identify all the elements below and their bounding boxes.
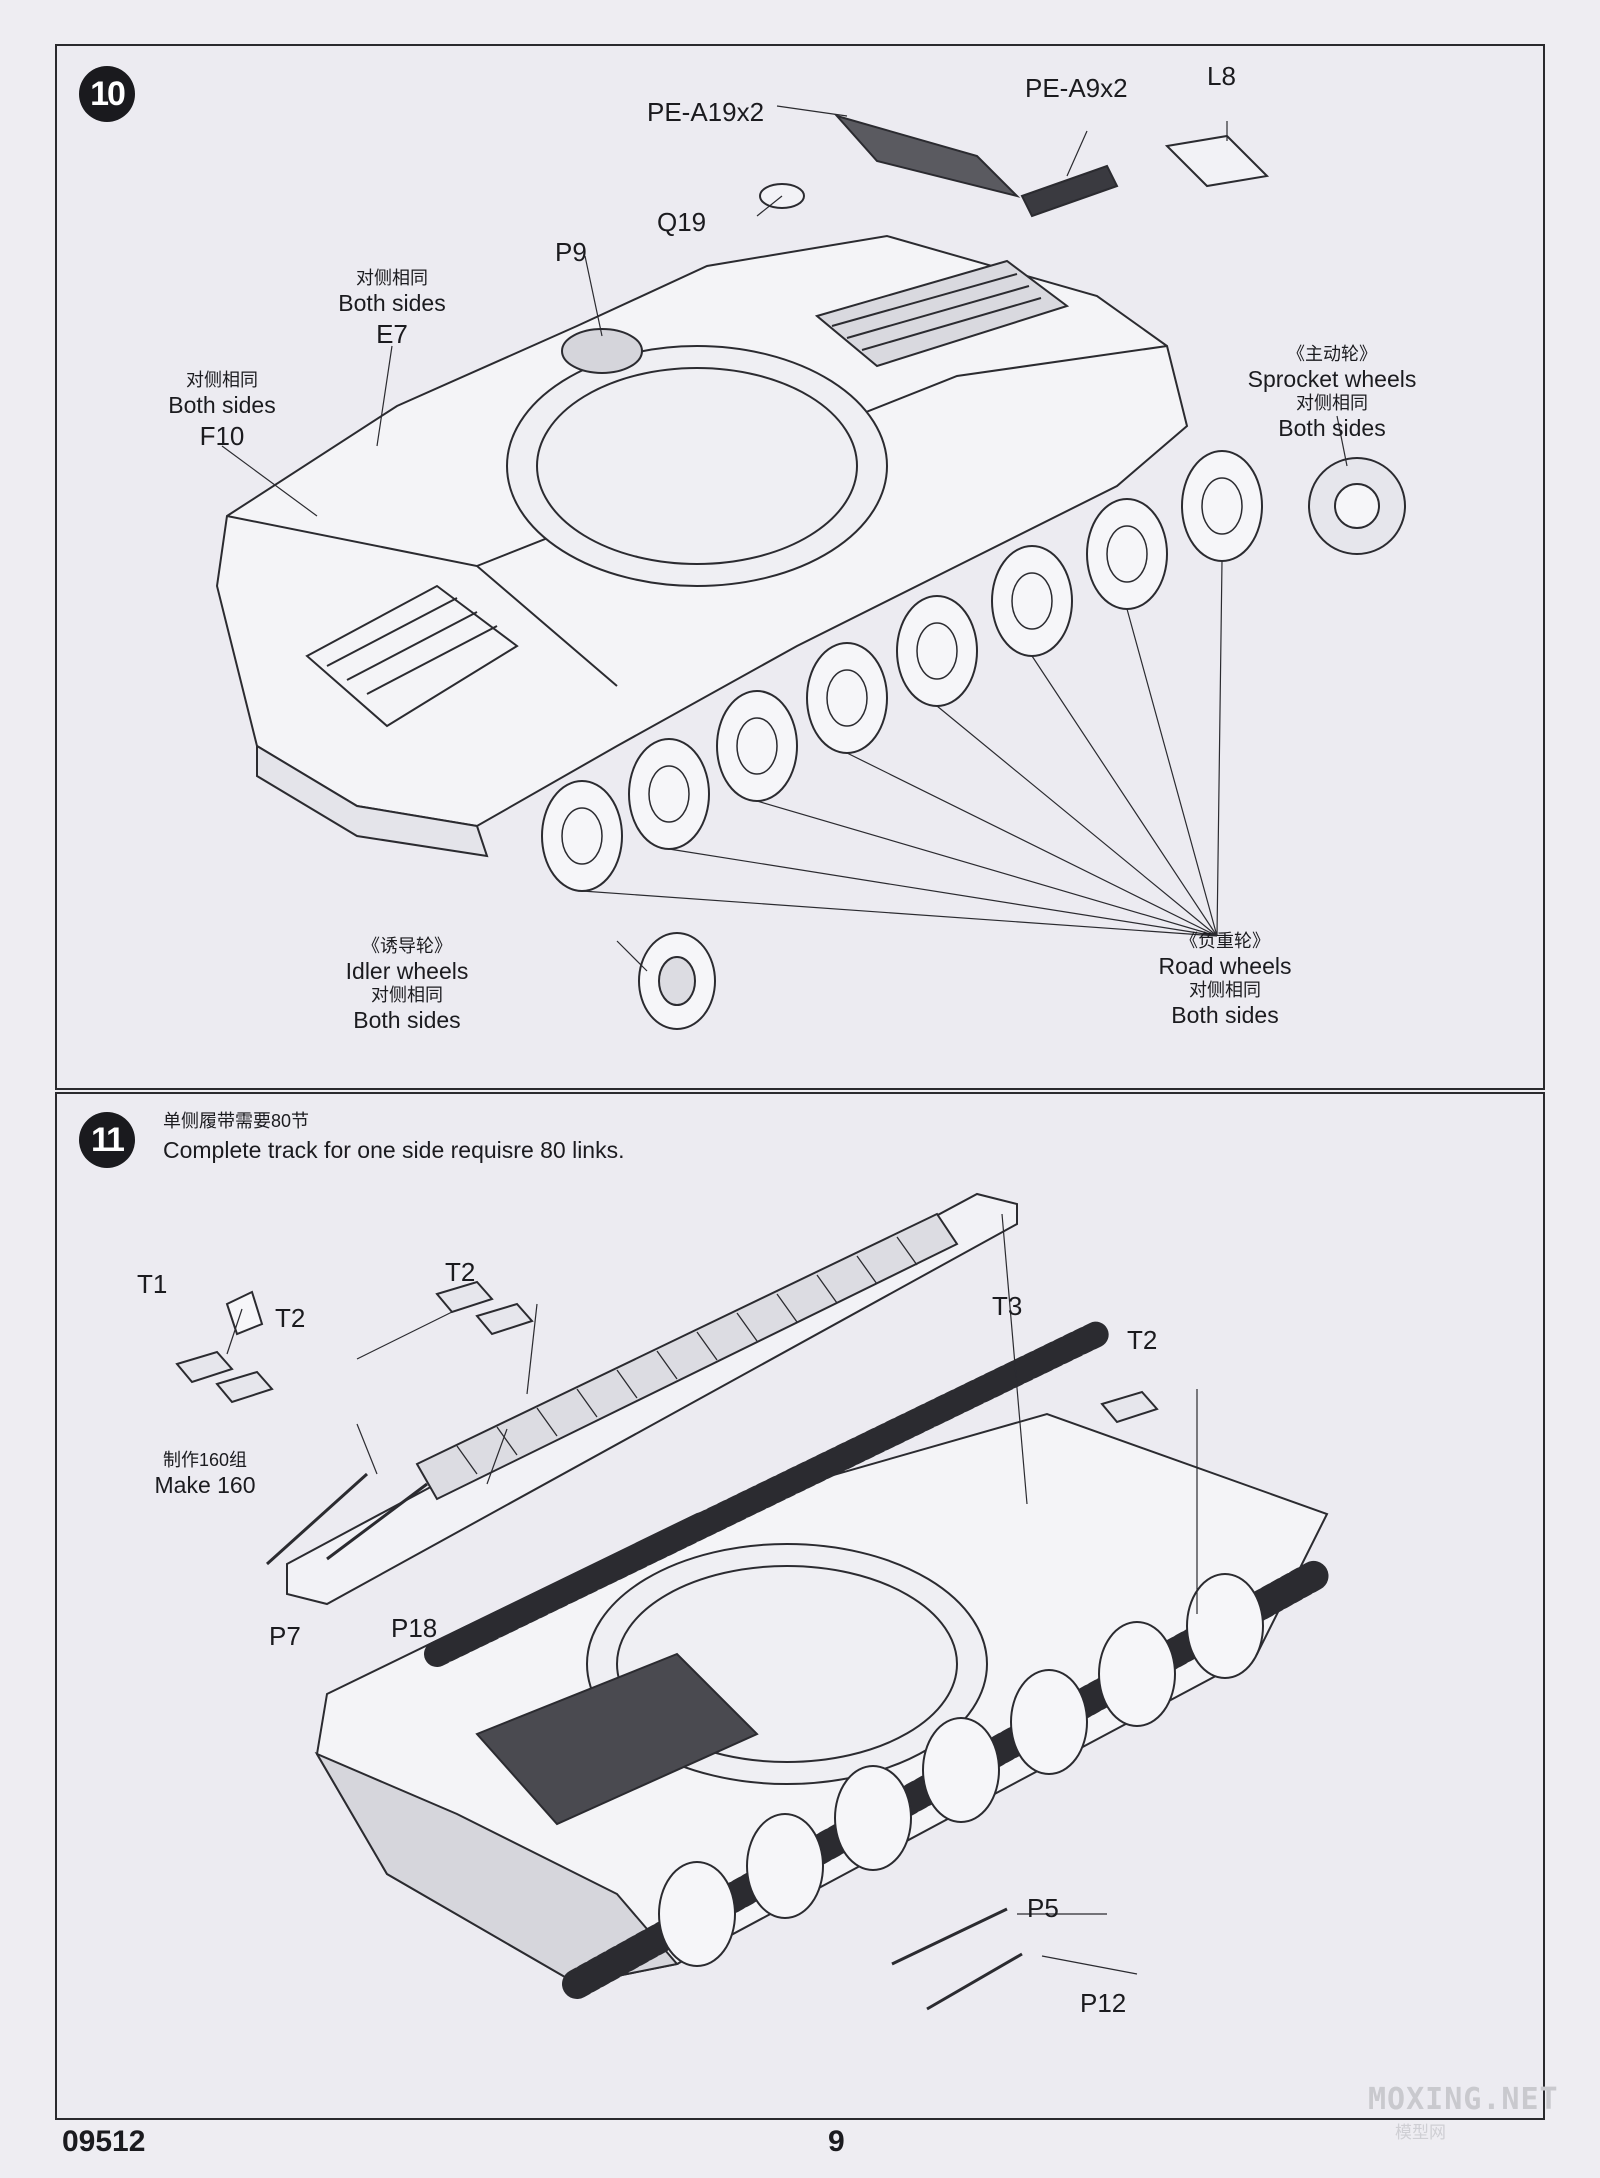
label-q19: Q19 bbox=[657, 207, 707, 237]
label-f10: F10 bbox=[199, 421, 245, 452]
label-p12: P12 bbox=[1080, 1988, 1127, 2018]
step-number-badge: 10 bbox=[79, 66, 135, 122]
label-t2-b: T2 bbox=[445, 1257, 476, 1287]
label-e7-group: 对侧相同 Both sides E7 bbox=[338, 268, 445, 350]
product-code: 09512 bbox=[62, 2125, 146, 2158]
label-pe-a9: PE-A9x2 bbox=[1025, 73, 1128, 103]
label-pe-a19: PE-A19x2 bbox=[647, 97, 765, 127]
hull-assembly-drawing bbox=[215, 105, 1406, 1030]
label-make-group: 制作160组 Make 160 bbox=[154, 1450, 255, 1499]
label-t3: T3 bbox=[992, 1291, 1023, 1321]
label-e7: E7 bbox=[376, 319, 408, 350]
label-road-en: Road wheels bbox=[1158, 952, 1292, 979]
step-note-en: Complete track for one side requisre 80 … bbox=[163, 1137, 625, 1163]
site-watermark-sub: 模型网 bbox=[1395, 2123, 1446, 2142]
label-sprocket-cn: 《主动轮》 bbox=[1287, 344, 1377, 364]
step-note-cn: 单侧履带需要80节 bbox=[163, 1111, 310, 1131]
label-sprocket-en: Sprocket wheels bbox=[1247, 365, 1417, 392]
label-t1: T1 bbox=[137, 1269, 168, 1299]
step-11-panel: 11 单侧履带需要80节 Complete track for one side… bbox=[55, 1092, 1545, 2120]
label-f10-cn: 对侧相同 bbox=[186, 370, 258, 390]
label-l8: L8 bbox=[1207, 61, 1236, 91]
page-number: 9 bbox=[828, 2125, 845, 2158]
label-t2-a: T2 bbox=[275, 1303, 306, 1333]
label-e7-cn: 对侧相同 bbox=[356, 268, 428, 288]
label-sprocket-cn2: 对侧相同 bbox=[1296, 393, 1368, 414]
label-sprocket-group: 《主动轮》 Sprocket wheels 对侧相同 Both sides bbox=[1248, 344, 1417, 442]
label-road-en2: Both sides bbox=[1171, 1001, 1279, 1028]
label-road-cn2: 对侧相同 bbox=[1189, 980, 1261, 1001]
label-e7-en: Both sides bbox=[338, 289, 446, 316]
track-assembly-drawing bbox=[175, 1192, 1332, 2011]
label-idler-en2: Both sides bbox=[353, 1006, 461, 1033]
label-make-cn: 制作160组 bbox=[162, 1450, 248, 1470]
label-f10-en: Both sides bbox=[168, 391, 276, 418]
site-watermark: MOXING.NET bbox=[1368, 2082, 1559, 2117]
label-p5: P5 bbox=[1027, 1893, 1059, 1923]
step-10-panel: 10 bbox=[55, 44, 1545, 1090]
label-road-group: 《负重轮》 Road wheels 对侧相同 Both sides bbox=[1159, 931, 1292, 1029]
label-make-en: Make 160 bbox=[154, 1471, 256, 1498]
label-f10-group: 对侧相同 Both sides F10 bbox=[168, 370, 275, 452]
label-sprocket-en2: Both sides bbox=[1278, 414, 1386, 441]
label-idler-cn: 《诱导轮》 bbox=[361, 936, 452, 956]
step-number-badge: 11 bbox=[79, 1112, 135, 1168]
label-idler-group: 《诱导轮》 Idler wheels 对侧相同 Both sides bbox=[346, 936, 469, 1034]
label-idler-en: Idler wheels bbox=[345, 957, 469, 984]
label-idler-cn2: 对侧相同 bbox=[370, 985, 443, 1006]
label-t2-c: T2 bbox=[1127, 1325, 1158, 1355]
label-p18: P18 bbox=[391, 1613, 438, 1643]
label-p7: P7 bbox=[269, 1621, 301, 1651]
label-p9: P9 bbox=[555, 237, 587, 267]
label-road-cn: 《负重轮》 bbox=[1180, 931, 1270, 951]
